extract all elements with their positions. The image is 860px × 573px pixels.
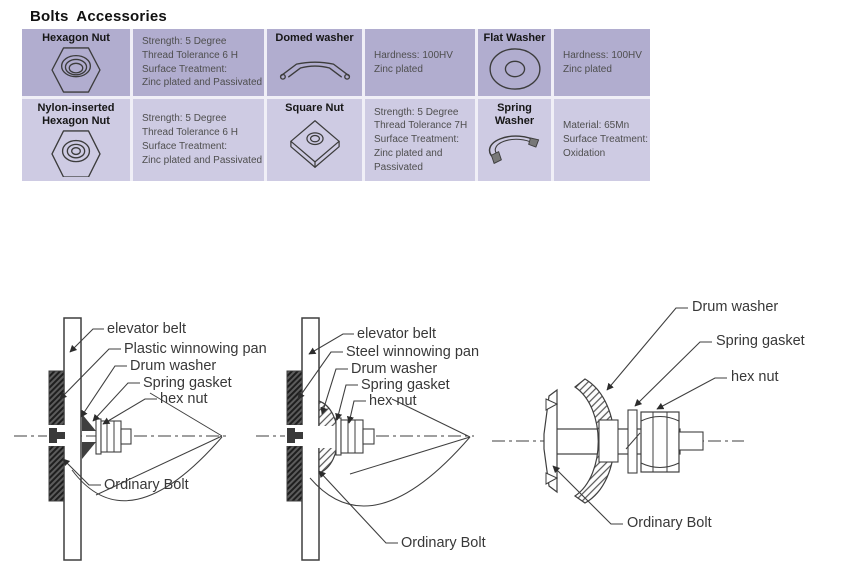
spec-text: Strength: 5 Degree Thread Tolerance 6 H …: [142, 113, 263, 166]
spec-text: Material: 65Mn Surface Treatment: Oxidat…: [563, 120, 649, 159]
item-name: Hexagon Nut: [42, 32, 110, 44]
label-elevator-belt: elevator belt: [107, 321, 186, 337]
item-cell-square-nut: Square Nut: [267, 99, 362, 181]
label-spring-gasket: Spring gasket: [143, 375, 232, 391]
label-steel-winnowing-pan: Steel winnowing pan: [346, 344, 480, 360]
label-spring-gasket: Spring gasket: [361, 377, 450, 393]
nylon-inserted-hexagon-nut-icon: [51, 130, 101, 178]
label-hex-nut: hex nut: [369, 393, 417, 409]
spec-cell-square-nut: Strength: 5 Degree Thread Tolerance 7H S…: [365, 99, 475, 181]
domed-washer-icon: [279, 61, 350, 80]
label-drum-washer: Drum washer: [351, 361, 438, 377]
spec-cell-domed-washer: Hardness: 100HV Zinc plated: [365, 29, 475, 96]
label-hex-nut: hex nut: [160, 391, 208, 407]
spec-text: Hardness: 100HV Zinc plated: [374, 49, 453, 75]
item-cell-flat-washer: Flat Washer: [478, 29, 551, 96]
label-drum-washer: Drum washer: [130, 358, 217, 374]
item-name: Spring Washer: [494, 102, 535, 127]
square-nut-icon: [289, 119, 340, 168]
label-ordinary-bolt: Ordinary Bolt: [627, 515, 712, 531]
label-hex-nut: hex nut: [731, 369, 779, 385]
label-plastic-winnowing-pan: Plastic winnowing pan: [124, 341, 267, 357]
label-spring-gasket: Spring gasket: [716, 333, 805, 349]
spring-washer-icon: [488, 135, 539, 165]
label-ordinary-bolt: Ordinary Bolt: [401, 535, 486, 551]
item-name: Domed washer: [275, 32, 354, 44]
spec-cell-flat-washer: Hardness: 100HV Zinc plated: [554, 29, 650, 96]
flat-washer-icon: [488, 47, 541, 90]
item-cell-spring-washer: Spring Washer: [478, 99, 551, 181]
spec-cell-hexagon-nut: Strength: 5 Degree Thread Tolerance 6 H …: [133, 29, 264, 96]
spec-cell-nylon-inserted-hexagon-nut: Strength: 5 Degree Thread Tolerance 6 H …: [133, 99, 264, 181]
item-name: Square Nut: [285, 102, 344, 114]
item-name: Flat Washer: [483, 32, 546, 44]
spec-text: Strength: 5 Degree Thread Tolerance 6 H …: [142, 35, 263, 89]
spec-cell-spring-washer: Material: 65Mn Surface Treatment: Oxidat…: [554, 99, 650, 181]
label-elevator-belt: elevator belt: [357, 326, 436, 342]
label-drum-washer: Drum washer: [692, 299, 779, 315]
item-cell-nylon-inserted-hexagon-nut: Nylon-inserted Hexagon Nut: [22, 99, 130, 181]
spec-text: Strength: 5 Degree Thread Tolerance 7H S…: [374, 106, 468, 173]
item-cell-hexagon-nut: Hexagon Nut: [22, 29, 130, 96]
hexagon-nut-icon: [51, 46, 101, 93]
item-cell-domed-washer: Domed washer: [267, 29, 362, 96]
accessories-table: Hexagon Nut Strength: 5 Degree Thread To…: [22, 29, 650, 181]
label-ordinary-bolt: Ordinary Bolt: [104, 477, 189, 493]
spec-text: Hardness: 100HV Zinc plated: [563, 49, 642, 75]
page-title: Bolts Accessories: [30, 8, 167, 25]
item-name: Nylon-inserted Hexagon Nut: [37, 102, 115, 127]
